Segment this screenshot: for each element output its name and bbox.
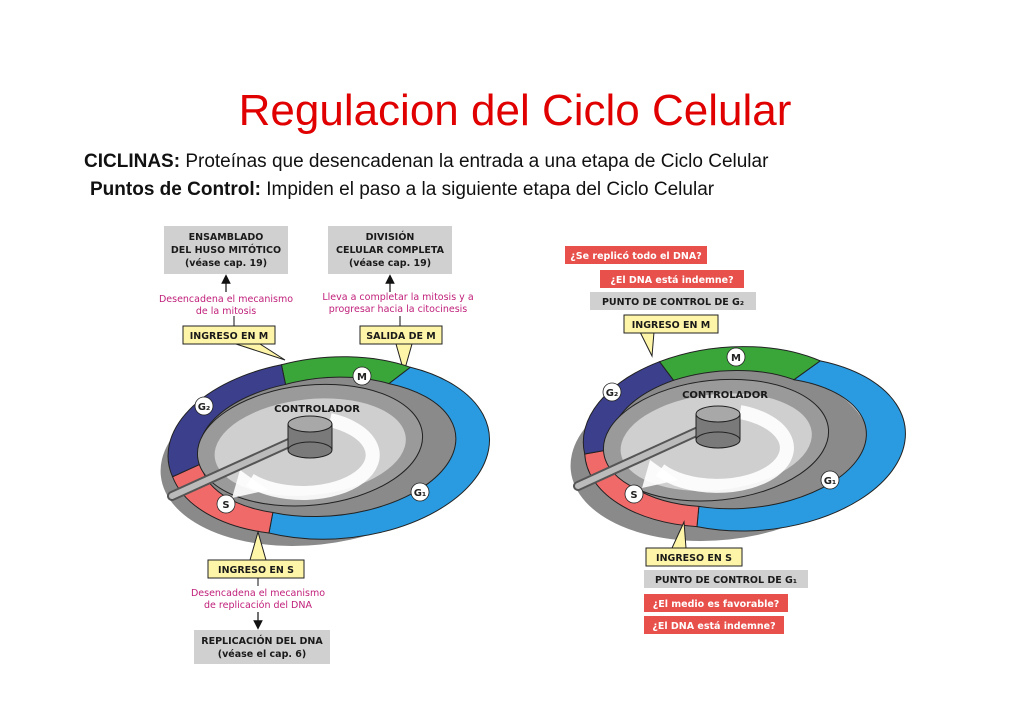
ciclinas-definition: CICLINAS: Proteínas que desencadenan la …: [84, 151, 768, 173]
right-label-m: M: [731, 353, 741, 364]
box-replicacion-l2: (véase el cap. 6): [218, 649, 307, 660]
left-label-g2: G₂: [198, 402, 211, 413]
checkpoint-g1: PUNTO DE CONTROL DE G₁: [655, 575, 797, 586]
r-tag-ingreso-m: [623, 314, 719, 334]
box-ensamblado-l2: DEL HUSO MITÓTICO: [171, 244, 281, 256]
box-replicacion: [194, 630, 330, 664]
box-replicacion-l1: REPLICACIÓN DEL DNA: [201, 635, 323, 647]
left-controller-label: CONTROLADOR: [274, 404, 360, 415]
tag-ingreso-s-text: INGRESO EN S: [218, 565, 294, 576]
page-title: Regulacion del Ciclo Celular: [238, 86, 792, 135]
box-division-l3: (véase cap. 19): [349, 258, 431, 269]
right-controller-label: CONTROLADOR: [682, 390, 768, 401]
box-ensamblado-l1: ENSAMBLADO: [189, 232, 264, 243]
note-replicacion-l1: Desencadena el mecanismo: [191, 588, 325, 599]
checkpoint-g2-box: [590, 292, 756, 310]
tag-ingreso-s: [207, 559, 305, 579]
q-indemne-top-box: [600, 270, 744, 288]
tag-ingreso-m-text: INGRESO EN M: [190, 331, 269, 342]
left-label-g1: G₁: [414, 488, 427, 499]
checkpoints-text: Impiden el paso a la siguiente etapa del…: [260, 179, 715, 200]
left-diagram: ENSAMBLADO DEL HUSO MITÓTICO (véase cap.…: [159, 226, 491, 664]
right-diagram: ¿Se replicó todo el DNA? ¿El DNA está in…: [565, 246, 906, 634]
tag-salida-m: [359, 325, 443, 345]
q-favorable: ¿El medio es favorable?: [653, 599, 780, 610]
note-citocinesis-l2: progresar hacia la citocinesis: [329, 304, 468, 315]
q-replico: ¿Se replicó todo el DNA?: [570, 251, 701, 262]
note-mitosis-l1: Desencadena el mecanismo: [159, 294, 293, 305]
box-ensamblado-l3: (véase cap. 19): [185, 258, 267, 269]
note-mitosis-l2: de la mitosis: [196, 306, 256, 317]
box-division-l2: CELULAR COMPLETA: [336, 245, 445, 256]
q-replico-box: [565, 246, 707, 264]
box-ensamblado: [164, 226, 288, 274]
checkpoints-definition: Puntos de Control: Impiden el paso a la …: [90, 179, 714, 201]
tag-salida-m-text: SALIDA DE M: [366, 331, 435, 342]
r-tag-ingreso-m-text: INGRESO EN M: [632, 320, 711, 331]
left-label-s: S: [222, 500, 229, 511]
right-label-s: S: [630, 490, 637, 501]
note-replicacion-l2: de replicación del DNA: [204, 600, 312, 611]
right-label-g2: G₂: [606, 388, 619, 399]
ciclinas-text: Proteínas que desencadenan la entrada a …: [180, 151, 769, 172]
r-tag-ingreso-s-text: INGRESO EN S: [656, 553, 732, 564]
q-indemne-top: ¿El DNA está indemne?: [610, 275, 733, 286]
checkpoints-term: Puntos de Control:: [90, 179, 261, 200]
r-tag-ingreso-s: [645, 547, 743, 567]
note-citocinesis-l1: Lleva a completar la mitosis y a: [322, 292, 473, 303]
box-division: [328, 226, 452, 274]
q-indemne-bottom: ¿El DNA está indemne?: [652, 621, 775, 632]
ciclinas-term: CICLINAS:: [84, 151, 181, 172]
left-label-m: M: [357, 372, 367, 383]
checkpoint-g2: PUNTO DE CONTROL DE G₂: [602, 297, 744, 308]
tag-ingreso-m: [182, 325, 276, 345]
checkpoint-g1-box: [644, 570, 808, 588]
q-indemne-bottom-box: [644, 616, 784, 634]
box-division-l1: DIVISIÓN: [366, 231, 415, 243]
right-label-g1: G₁: [824, 476, 837, 487]
q-favorable-box: [644, 594, 788, 612]
